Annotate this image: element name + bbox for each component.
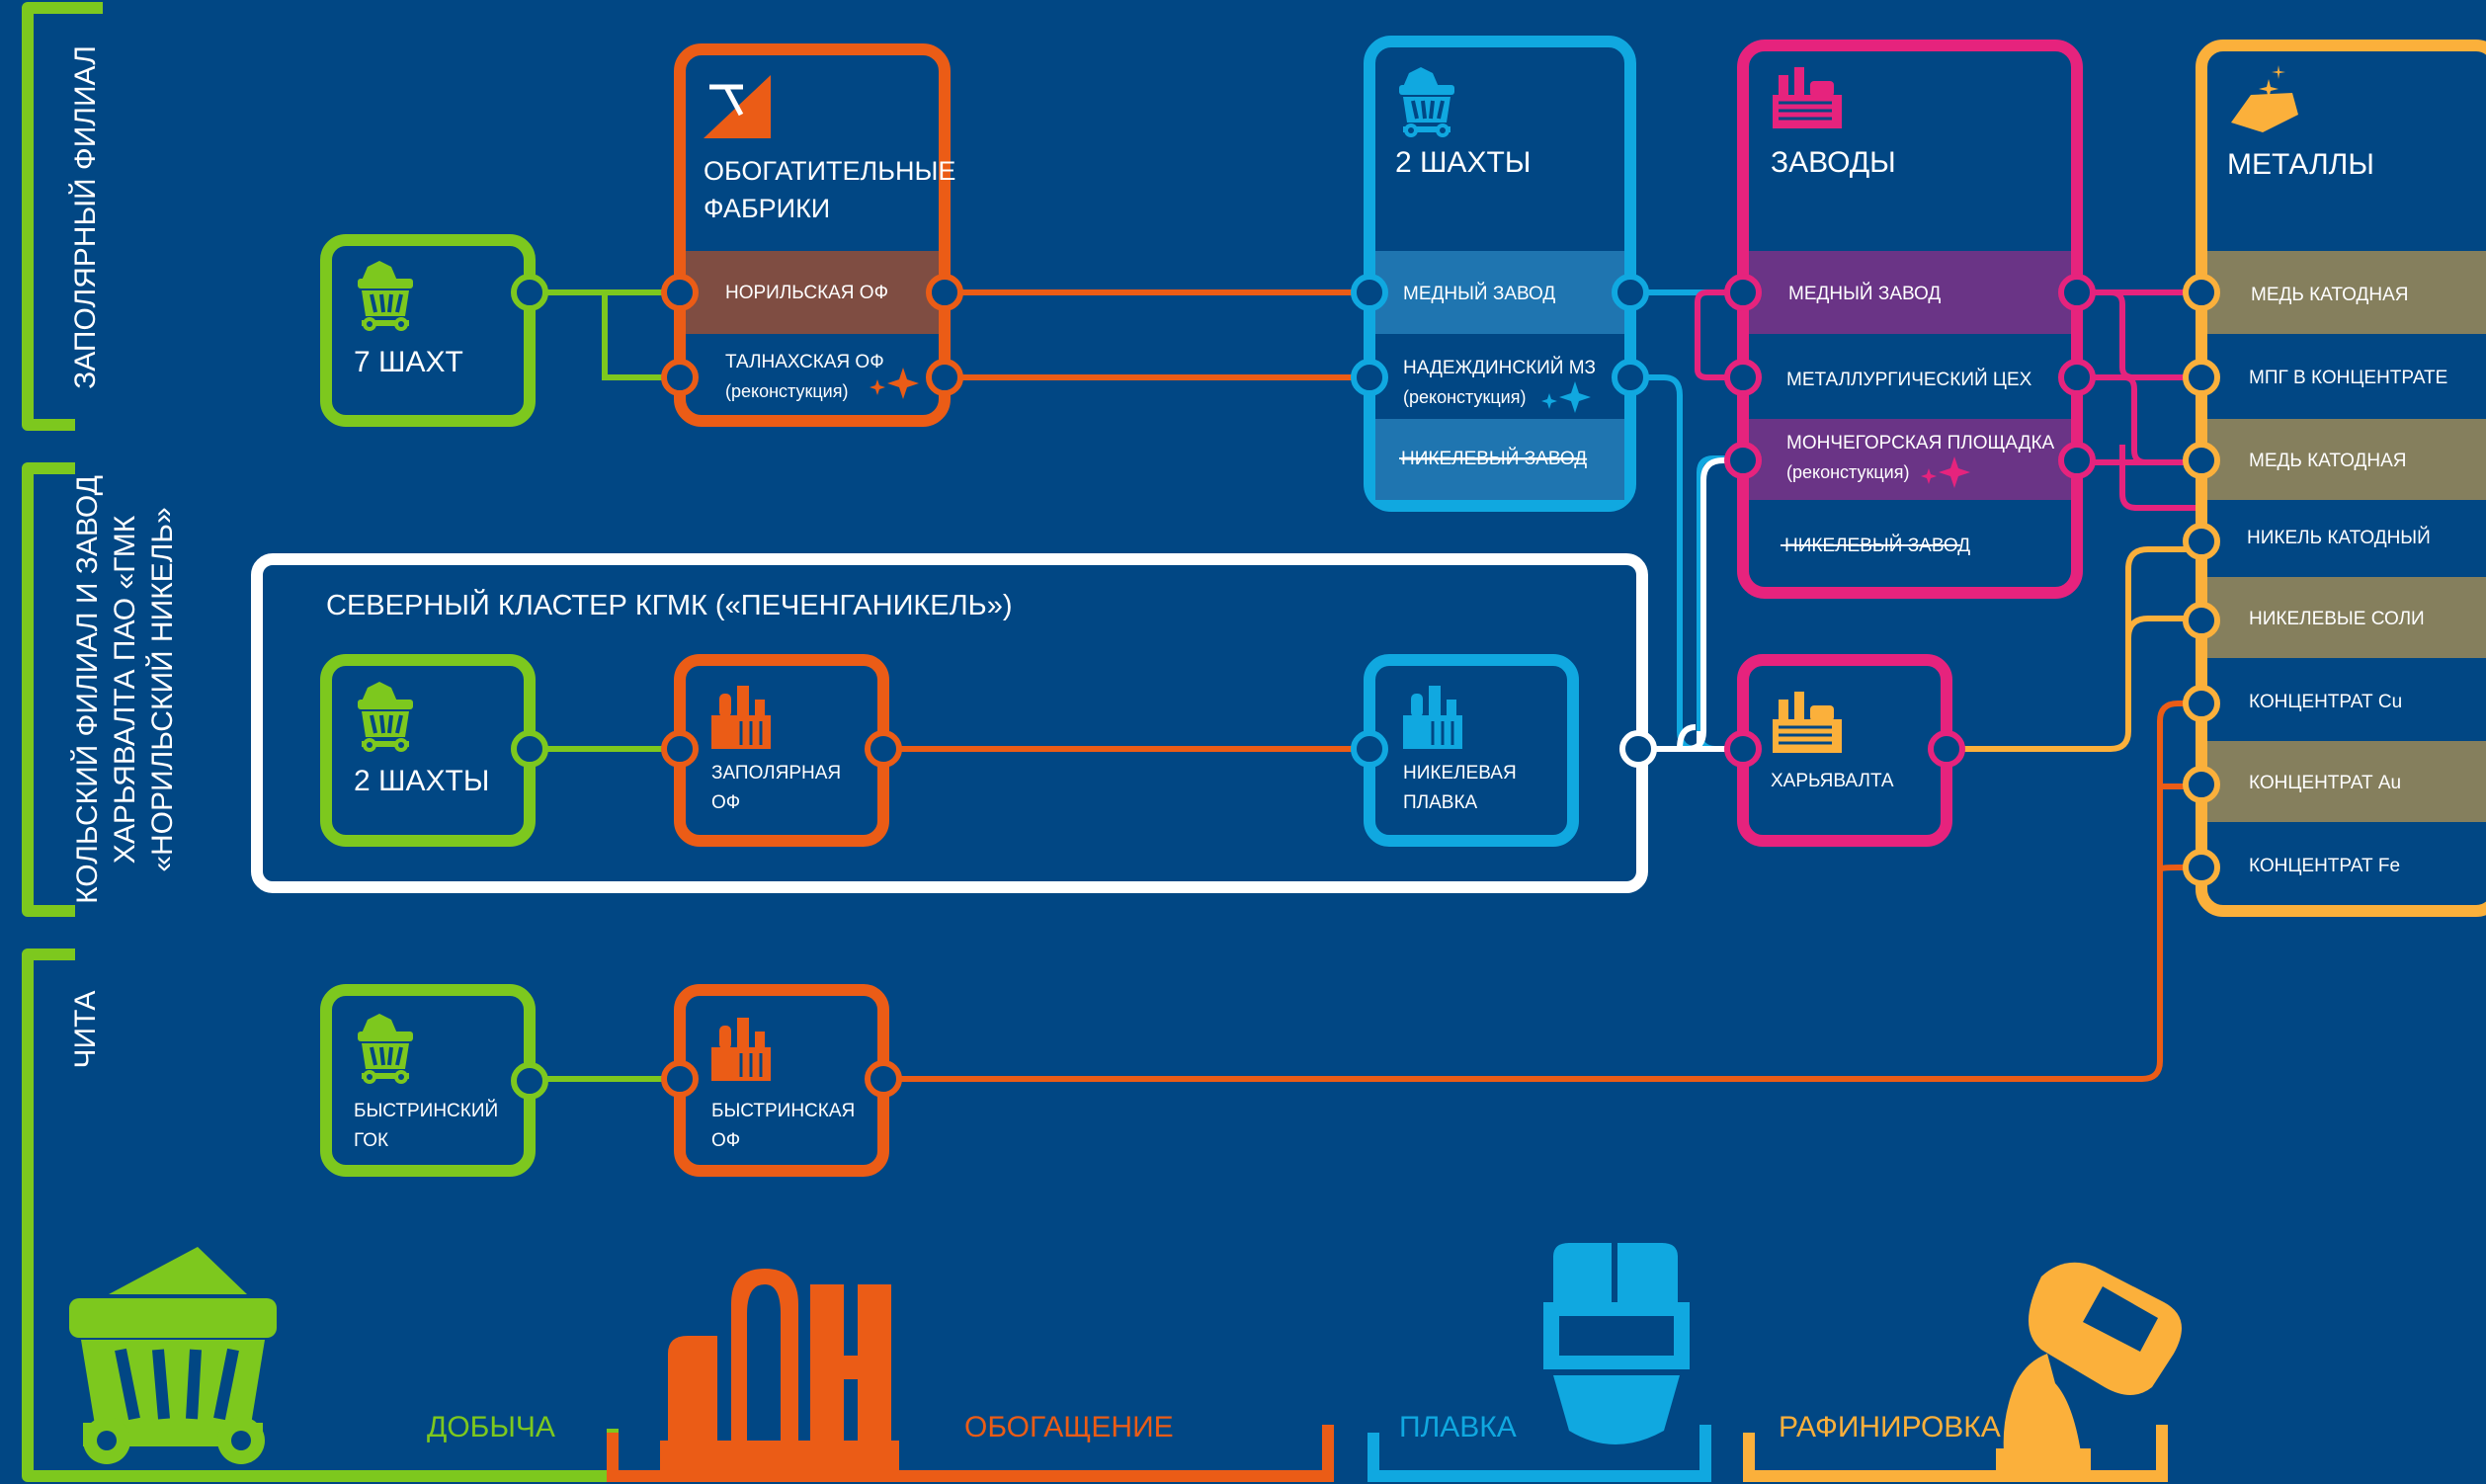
row-copper-bg [1375, 251, 1624, 334]
seven-mines-box: 7 ШАХТ [320, 234, 536, 427]
stage-bracket [607, 1425, 1334, 1482]
stage-bracket [1743, 1425, 2168, 1482]
enrichment-plants-box: ОБОГАТИТЕЛЬНЫЕ ФАБРИКИ НОРИЛЬСКАЯ ОФ ТАЛ… [674, 43, 955, 427]
connector-refineries-to-metals [2077, 289, 2201, 511]
furnace-icon [1543, 1243, 1690, 1444]
zapolyarnaya-line2: ОФ [711, 792, 740, 813]
cluster-mines-box [320, 654, 536, 847]
stage-mining-label: ДОБЫЧА [427, 1411, 555, 1443]
connectors [530, 289, 2201, 1082]
smelters-box: 2 ШАХТЫ МЕДНЫЙ ЗАВОД НАДЕЖДИНСКИЙ МЗ (ре… [1364, 36, 1636, 512]
plants-title-line1: ОБОГАТИТЕЛЬНЫЕ [704, 156, 955, 186]
region-bracket [22, 2, 103, 431]
metal-item: КОНЦЕНТРАТ Cu [2249, 692, 2402, 712]
bystrinsky-line1: БЫСТРИНСКИЙ [354, 1100, 498, 1121]
region-label-chita: ЧИТА [69, 991, 102, 1069]
kharyavalta-label: ХАРЬЯВАЛТА [1771, 771, 1894, 791]
bystrinskaya-of-box: БЫСТРИНСКАЯ ОФ [674, 984, 889, 1177]
northern-cluster-box: СЕВЕРНЫЙ КЛАСТЕР КГМК («ПЕЧЕНГАНИКЕЛЬ») … [251, 553, 1648, 893]
stage-refining-label: РАФИНИРОВКА [1779, 1411, 2001, 1443]
gold-bars-icon [2231, 65, 2298, 132]
stage-smelting-label: ПЛАВКА [1399, 1411, 1517, 1443]
metals-title: МЕТАЛЛЫ [2227, 148, 2374, 181]
metal-row-bg [2207, 741, 2486, 822]
metal-item: МПГ В КОНЦЕНТРАТЕ [2249, 368, 2447, 388]
metal-item: НИКЕЛЬ КАТОДНЫЙ [2247, 527, 2431, 548]
metal-row-bg [2207, 577, 2486, 658]
stage-refining: РАФИНИРОВКА [1743, 1262, 2182, 1482]
stage-mining: ДОБЫЧА [69, 1247, 555, 1464]
plants-title-line2: ФАБРИКИ [704, 194, 830, 223]
connector-kharyavalta-to-metals [1947, 546, 2201, 752]
region-label-kola-line2: ХАРЬЯВАЛТА ПАО «ГМК [109, 515, 141, 864]
bystrinsky-line2: ГОК [354, 1130, 388, 1151]
cluster-mines-label: 2 ШАХТЫ [354, 765, 489, 797]
metal-row-bg [2207, 251, 2486, 334]
pickaxe-icon [704, 75, 771, 138]
metal-item: КОНЦЕНТРАТ Au [2249, 773, 2401, 793]
bystrinsky-gok-box: БЫСТРИНСКИЙ ГОК [320, 984, 536, 1177]
metal-item: НИКЕЛЕВЫЕ СОЛИ [2249, 609, 2425, 629]
connector-copper-loop [1695, 289, 1743, 380]
refineries-title: ЗАВОДЫ [1771, 146, 1896, 179]
smelters-title: 2 ШАХТЫ [1395, 146, 1531, 179]
connection-nodes [511, 274, 2220, 1100]
region-label-kola-line1: КОЛЬСКИЙ ФИЛИАЛ И ЗАВОД [70, 475, 104, 904]
nickel-smelt-line2: ПЛАВКА [1403, 792, 1478, 813]
row-smelter-copper-label: МЕДНЫЙ ЗАВОД [1403, 283, 1555, 304]
row-monchegorsk-label: МОНЧЕГОРСКАЯ ПЛОЩАДКА [1786, 433, 2055, 453]
row-metallurgical-label: МЕТАЛЛУРГИЧЕСКИЙ ЦЕХ [1786, 369, 2032, 390]
metal-item: КОНЦЕНТРАТ Fe [2249, 856, 2400, 876]
row-norilsk-bg [686, 251, 939, 334]
region-label-kola-line3: «НОРИЛЬСКИЙ НИКЕЛЬ» [145, 507, 179, 871]
zapolyarnaya-box [674, 654, 889, 847]
region-label-zapolyarny: ЗАПОЛЯРНЫЙ ФИЛИАЛ [68, 45, 102, 389]
stage-smelting: ПЛАВКА [1367, 1243, 1711, 1482]
nickel-smelt-line1: НИКЕЛЕВАЯ [1403, 763, 1517, 783]
region-kola: КОЛЬСКИЙ ФИЛИАЛ И ЗАВОД ХАРЬЯВАЛТА ПАО «… [22, 462, 179, 917]
stage-processing-label: ОБОГАЩЕНИЕ [964, 1411, 1174, 1443]
kharyavalta-box: ХАРЬЯВАЛТА [1737, 654, 1952, 847]
row-ref-copper-label: МЕДНЫЙ ЗАВОД [1788, 283, 1941, 304]
zapolyarnaya-line1: ЗАПОЛЯРНАЯ [711, 763, 841, 783]
metals-box: МЕТАЛЛЫ МЕДЬ КАТОДНАЯ МПГ В КОНЦЕНТРАТЕ … [2196, 40, 2486, 917]
connector-cluster-to-monchegorsk [1642, 457, 1743, 752]
row-monchegorsk-bg [1749, 419, 2071, 500]
metal-item: МЕДЬ КАТОДНАЯ [2249, 451, 2406, 471]
bystrinskaya-line2: ОФ [711, 1130, 740, 1151]
metal-row-bg [2207, 419, 2486, 500]
seven-mines-label: 7 ШАХТ [354, 346, 463, 378]
ladle-icon [1996, 1262, 2182, 1476]
cluster-title: СЕВЕРНЫЙ КЛАСТЕР КГМК («ПЕЧЕНГАНИКЕЛЬ») [326, 588, 1013, 621]
refineries-box: ЗАВОДЫ МЕДНЫЙ ЗАВОД МЕТАЛЛУРГИЧЕСКИЙ ЦЕХ… [1737, 40, 2083, 599]
row-nadezhda-note: (реконстукция) [1403, 387, 1526, 407]
connector-mines-to-plants [530, 289, 680, 380]
row-talnakh-note: (реконстукция) [725, 381, 848, 401]
row-talnakh-label: ТАЛНАХСКАЯ ОФ [725, 352, 884, 372]
bystrinskaya-line1: БЫСТРИНСКАЯ [711, 1101, 855, 1121]
connector-plants-to-smelters [945, 289, 1369, 380]
stage-processing: ОБОГАЩЕНИЕ [607, 1269, 1334, 1482]
nickel-smelt-box [1364, 654, 1579, 847]
row-nadezhda-label: НАДЕЖДИНСКИЙ МЗ [1403, 357, 1596, 378]
row-ref-copper-bg [1749, 251, 2071, 334]
stage-bracket [1367, 1425, 1711, 1482]
mine-cart-icon [69, 1247, 277, 1464]
row-norilsk-label: НОРИЛЬСКАЯ ОФ [725, 283, 888, 303]
row-monchegorsk-note: (реконстукция) [1786, 462, 1909, 482]
metal-item: МЕДЬ КАТОДНАЯ [2251, 285, 2408, 305]
region-bracket [22, 462, 75, 917]
factory-icon [660, 1269, 899, 1470]
region-zapolyarny: ЗАПОЛЯРНЫЙ ФИЛИАЛ [22, 2, 103, 431]
